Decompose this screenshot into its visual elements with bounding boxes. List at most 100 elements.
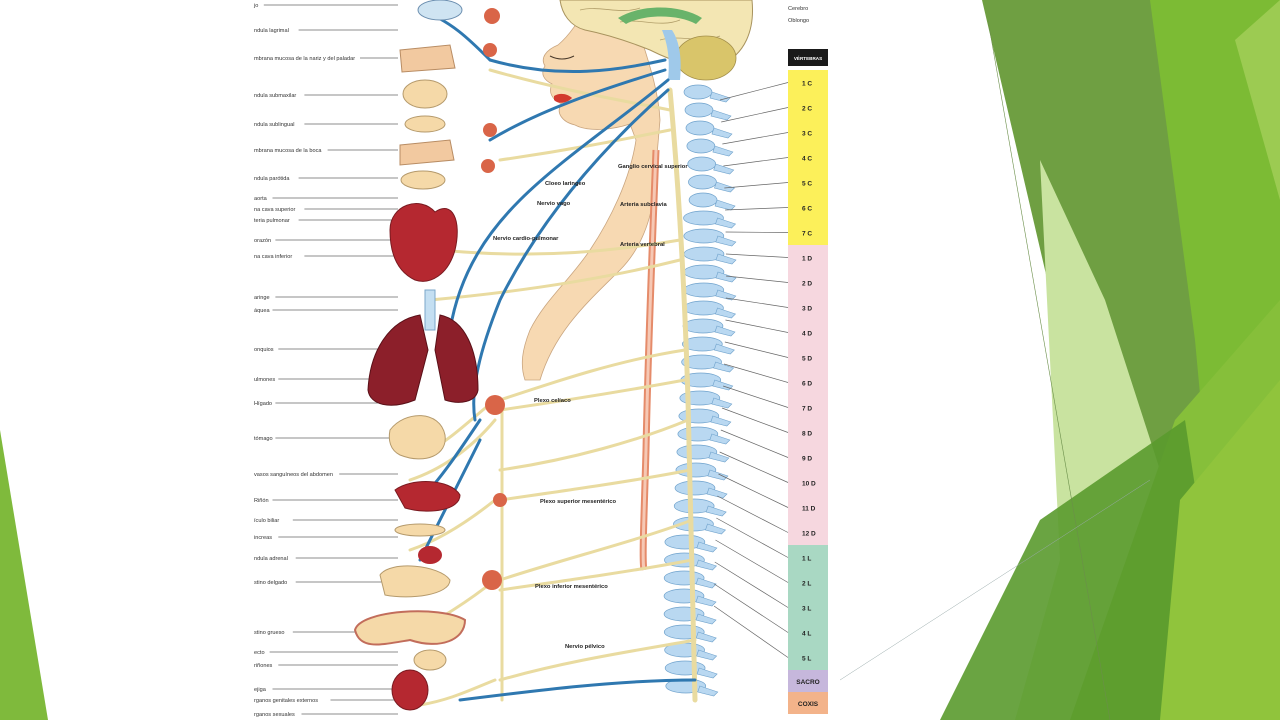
adrenal-gland [418, 546, 442, 564]
spinous-process [713, 361, 735, 373]
large-intestine [353, 610, 467, 646]
stomach [388, 415, 446, 460]
ganglion-2 [483, 43, 497, 57]
spinous-process [715, 307, 737, 319]
spinous-process [715, 217, 737, 229]
vertebra-band-1l [788, 545, 828, 570]
spinous-process [712, 145, 734, 157]
ganglion-3 [483, 123, 497, 137]
bladder [391, 669, 429, 711]
spinous-process [695, 595, 717, 607]
vertebra-bone [664, 534, 706, 550]
vertebra-band-7c [788, 220, 828, 245]
sacrum-band [788, 670, 828, 692]
spinous-process [695, 577, 717, 589]
vertebra-leader [721, 407, 789, 433]
vertebra-label: 6 C [802, 206, 812, 213]
organ-label-parotida: ndula parótida [254, 176, 290, 182]
spinous-process [711, 127, 733, 139]
vertebra-label: 6 D [802, 381, 812, 388]
vertebra-leader [725, 207, 789, 211]
label-nervio-cardio: Nervio cardio-pulmonar [493, 236, 559, 242]
spinous-process [705, 523, 727, 535]
vertebra-leader [713, 605, 789, 658]
organ-label-sublingual: ndula sublingual [254, 122, 294, 128]
vertebra-bone [686, 138, 716, 154]
label-cerebro: Cerebro [788, 6, 808, 12]
coccyx-label: COXIS [798, 701, 819, 708]
vertebra-label: 2 L [802, 581, 811, 588]
vertebra-leader [718, 473, 789, 508]
spinous-process [713, 343, 735, 355]
brainstem [662, 30, 681, 80]
vertebra-label: 5 C [802, 181, 812, 188]
vertebra-band-1d [788, 245, 828, 270]
left-edge-triangle [0, 430, 48, 720]
vertebra-label: 12 D [802, 531, 816, 538]
vertebra-band-9d [788, 445, 828, 470]
vertebra-bone [673, 498, 715, 514]
organ-label-pulmonar: teria pulmonar [254, 218, 290, 224]
organ-label-laringe: aringe [254, 295, 270, 301]
vertebra-band-4l [788, 620, 828, 645]
vertebra-band-3c [788, 120, 828, 145]
left-lung [367, 314, 429, 406]
vertebrae-key: VÉRTEBRAS 1 C2 C3 C4 C5 C6 C7 C1 D2 D3 D… [788, 49, 828, 714]
organ-label-cava-sup: na cava superior [254, 207, 295, 213]
parotid-gland [400, 170, 446, 190]
mouth-mucosa [399, 139, 455, 166]
label-oblongo: Oblongo [788, 18, 809, 24]
organ-label-cava-inf: na cava inferior [254, 254, 292, 260]
vertebra-band-5d [788, 345, 828, 370]
vertebra-band-6c [788, 195, 828, 220]
spinal-cord-artery-inner [641, 149, 658, 571]
vertebra-leader [725, 253, 789, 258]
vertebra-label: 1 C [802, 81, 812, 88]
vertebra-leader [714, 583, 789, 633]
pancreas [394, 523, 446, 537]
organ-label-submaxilar: ndula submaxilar [254, 93, 296, 99]
vertebra-bone [688, 174, 717, 190]
vertebra-band-11d [788, 495, 828, 520]
vertebra-bone [674, 480, 716, 496]
superior-mesenteric-plexus [493, 493, 507, 507]
vertebrae-header-box [788, 49, 828, 66]
vertebra-band-2c [788, 95, 828, 120]
label-arteria-vertebral: Arteria vertebral [620, 242, 665, 248]
vertebra-band-3l [788, 595, 828, 620]
spinous-process [708, 451, 730, 463]
vertebra-band-1c [788, 70, 828, 95]
organ-label-biliar: ículo biliar [254, 518, 279, 524]
vertebra-bone [683, 210, 724, 226]
sacrum-label: SACRO [796, 679, 819, 686]
right-lung [434, 314, 479, 403]
vertebra-band-12d [788, 520, 828, 545]
spinous-process [706, 487, 728, 499]
vertebra-leader [725, 319, 789, 333]
vertebra-band-3d [788, 295, 828, 320]
sublingual-gland [404, 115, 446, 133]
small-intestine [379, 565, 451, 598]
eye-organ [417, 0, 463, 21]
vertebra-leader [725, 297, 789, 308]
vertebra-label: 5 L [802, 656, 811, 663]
vertebra-label: 1 L [802, 556, 811, 563]
vertebra-bone [681, 336, 723, 352]
vertebra-label: 5 D [802, 356, 812, 363]
lips [554, 93, 572, 103]
organ-label-grueso: stino grueso [254, 630, 284, 636]
vertebrae-leaders [713, 82, 789, 658]
corpus-callosum [618, 7, 702, 24]
vertebra-leader [723, 363, 789, 383]
vertebra-leader [715, 539, 789, 583]
spinous-process [709, 91, 731, 103]
vertebra-label: 3 D [802, 306, 812, 313]
spinous-process [710, 415, 732, 427]
vertebra-leader [725, 275, 789, 283]
vertebra-leader [724, 182, 789, 189]
spinous-process [715, 289, 737, 301]
vertebra-label: 2 D [802, 281, 812, 288]
